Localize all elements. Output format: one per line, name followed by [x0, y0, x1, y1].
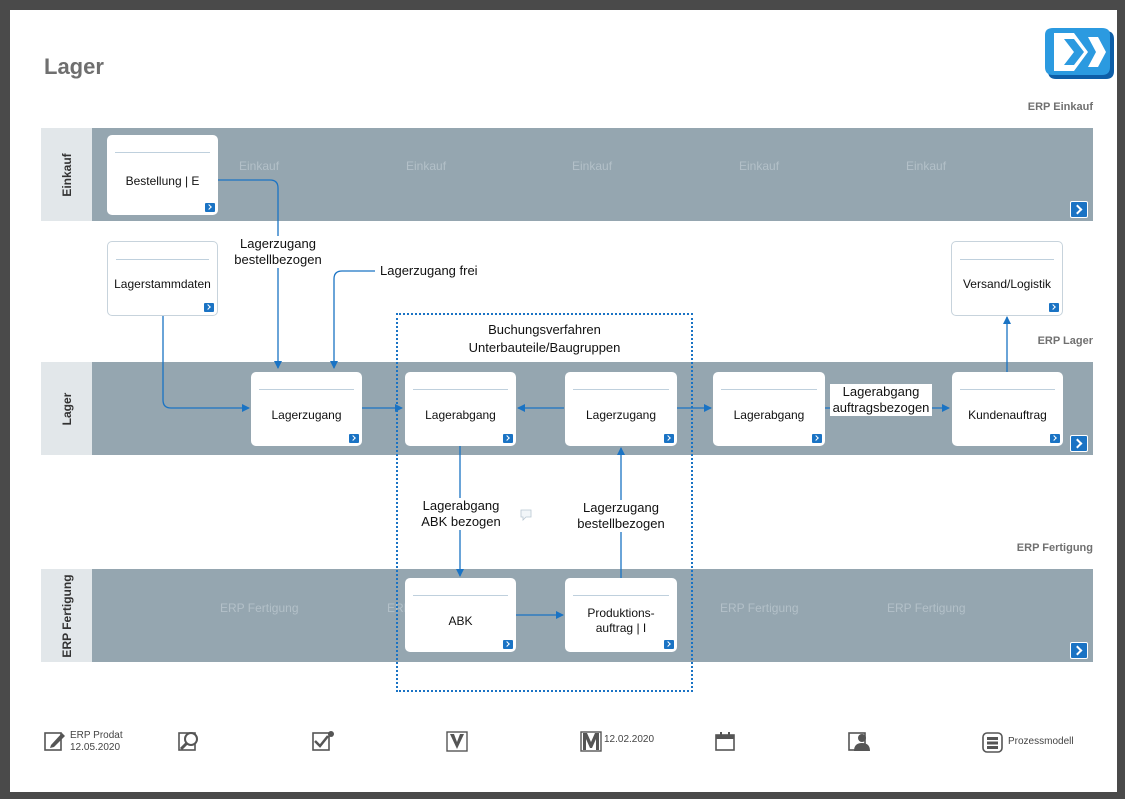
box-lagerzugang-2[interactable]: Lagerzugang	[565, 372, 677, 446]
footer-person[interactable]	[848, 730, 870, 752]
footer-processmodel-label: Prozessmodell	[1008, 736, 1074, 747]
lane-watermark: Einkauf	[572, 159, 613, 173]
approve-icon	[312, 730, 334, 752]
section-label-fertigung: ERP Fertigung	[1016, 542, 1093, 554]
lane-header-fertigung: ERP Fertigung	[41, 569, 92, 662]
arrow-frei-to-lagerzugang	[330, 270, 375, 369]
box-label: Lagerabgang	[733, 407, 805, 422]
milestone-icon	[580, 730, 602, 752]
lane-header-einkauf: Einkauf	[41, 128, 92, 221]
booking-procedure-group	[396, 313, 693, 692]
link-icon[interactable]	[664, 640, 674, 649]
annotation-lagerabgang-abk: Lagerabgang ABK bezogen	[410, 498, 512, 530]
annotation-lagerabgang-auftragsbezogen: Lagerabgang auftragsbezogen	[830, 384, 932, 416]
footer-date-2: 12.02.2020	[604, 734, 655, 745]
link-icon[interactable]	[503, 434, 513, 443]
link-icon[interactable]	[1049, 303, 1059, 312]
search-icon	[178, 730, 200, 752]
connector-arrows	[162, 179, 1011, 619]
erp-logo	[1044, 25, 1116, 83]
box-abk[interactable]: ABK	[405, 578, 516, 652]
calendar-icon	[714, 730, 736, 752]
box-label: Lagerabgang	[425, 407, 496, 422]
lane-watermark: ERP Fertigung	[887, 601, 966, 615]
box-kundenauftrag[interactable]: Kundenauftrag	[952, 372, 1063, 446]
box-produktionsauftrag[interactable]: Produktions- auftrag | I	[565, 578, 677, 652]
box-label: Lagerzugang	[585, 407, 657, 422]
link-icon[interactable]	[349, 434, 359, 443]
lane-link-icon[interactable]	[1070, 642, 1088, 659]
lane-watermark: ERP Fertigung	[720, 601, 799, 615]
footer-milestone[interactable]: 12.02.2020	[580, 730, 654, 752]
page-title: Lager	[44, 54, 104, 79]
footer-date-1: 12.05.2020	[70, 742, 121, 753]
lane-watermark: ERP Fertigung	[220, 601, 299, 615]
box-lagerabgang-2[interactable]: Lagerabgang	[713, 372, 825, 446]
section-label-lager: ERP Lager	[1037, 335, 1093, 347]
footer-processmodel[interactable]: Prozessmodell	[982, 732, 1074, 754]
arrow-stammdaten-to-lagerzugang	[162, 315, 250, 412]
edit-icon	[44, 730, 66, 752]
lane-watermark: Einkauf	[739, 159, 780, 173]
footer-calendar[interactable]	[714, 730, 736, 752]
annotation-lagerzugang-bestellbezogen: Lagerzugang bestellbezogen	[226, 236, 330, 268]
box-label: Versand/Logistik	[962, 277, 1052, 291]
link-icon[interactable]	[205, 203, 215, 212]
annotation-lagerzugang-bestellbezogen-2: Lagerzugang bestellbezogen	[570, 500, 672, 532]
comment-icon	[520, 509, 532, 521]
lane-watermark: Einkauf	[906, 159, 947, 173]
footer-author-name: ERP Prodat	[70, 730, 123, 741]
box-label: ABK	[448, 613, 473, 628]
box-label: Produktions- auftrag | I	[587, 606, 655, 635]
link-icon[interactable]	[503, 640, 513, 649]
group-title: Buchungsverfahren Unterbauteile/Baugrupp…	[468, 322, 621, 355]
footer-search[interactable]	[178, 730, 200, 752]
lane-watermark: Einkauf	[239, 159, 280, 173]
link-icon[interactable]	[1050, 434, 1060, 443]
link-icon[interactable]	[204, 303, 214, 312]
box-lagerabgang-1[interactable]: Lagerabgang	[405, 372, 516, 446]
arrow-bestellung-to-lagerzugang	[208, 179, 282, 369]
box-label: Bestellung | E	[125, 173, 200, 188]
link-icon[interactable]	[812, 434, 822, 443]
box-versand-logistik[interactable]: Versand/Logistik	[951, 241, 1063, 316]
process-model-icon	[982, 732, 1004, 754]
footer-version[interactable]	[446, 730, 468, 752]
box-bestellung[interactable]: Bestellung | E	[107, 135, 218, 215]
box-label: Kundenauftrag	[968, 407, 1047, 422]
lane-link-icon[interactable]	[1070, 201, 1088, 218]
footer-approve[interactable]	[312, 730, 334, 752]
link-icon[interactable]	[664, 434, 674, 443]
lane-header-lager: Lager	[41, 362, 92, 455]
diagram-canvas: Lager ERP Einkauf ERP Lager ERP Fertigun…	[10, 10, 1117, 792]
section-label-einkauf: ERP Einkauf	[1027, 101, 1093, 113]
version-icon	[446, 730, 468, 752]
annotation-lagerzugang-frei: Lagerzugang frei	[380, 263, 478, 278]
box-label: Lagerzugang	[271, 407, 342, 422]
box-lagerstammdaten[interactable]: Lagerstammdaten	[107, 241, 218, 316]
footer-author[interactable]: ERP Prodat 12.05.2020	[44, 730, 123, 754]
person-icon	[848, 730, 870, 752]
lane-watermark: Einkauf	[406, 159, 447, 173]
lane-link-icon[interactable]	[1070, 435, 1088, 452]
box-label: Lagerstammdaten	[114, 277, 211, 291]
box-lagerzugang-1[interactable]: Lagerzugang	[251, 372, 362, 446]
